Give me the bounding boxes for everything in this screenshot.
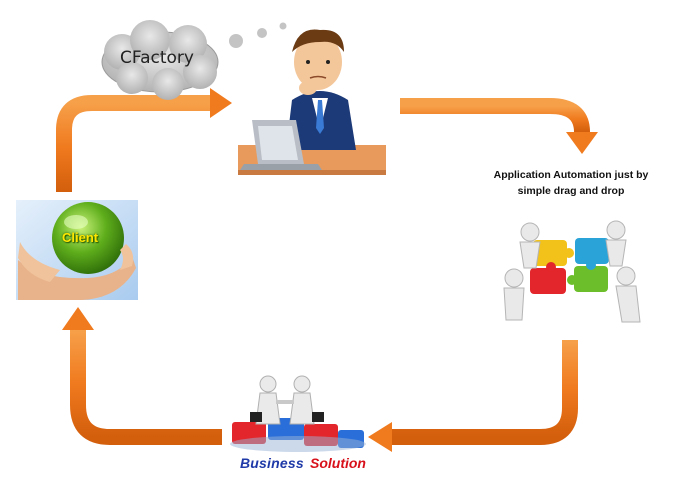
cfactory-cloud-icon (101, 20, 287, 100)
businessman-laptop-icon (238, 29, 386, 175)
automation-caption: Application Automation just by simple dr… (493, 169, 649, 197)
arrow-automation-to-business (368, 340, 578, 452)
solution-label: Solution (310, 455, 366, 471)
arrow-client-to-cfactory (56, 88, 232, 192)
client-globe-icon (16, 200, 138, 300)
business-label: Business (240, 455, 304, 471)
cfactory-label: CFactory (120, 48, 194, 68)
puzzle-team-icon (503, 220, 641, 323)
arrow-cfactory-to-automation (400, 98, 598, 154)
business-handshake-icon (230, 375, 366, 452)
client-label: Client (62, 230, 99, 245)
arrow-business-to-client (62, 307, 222, 445)
